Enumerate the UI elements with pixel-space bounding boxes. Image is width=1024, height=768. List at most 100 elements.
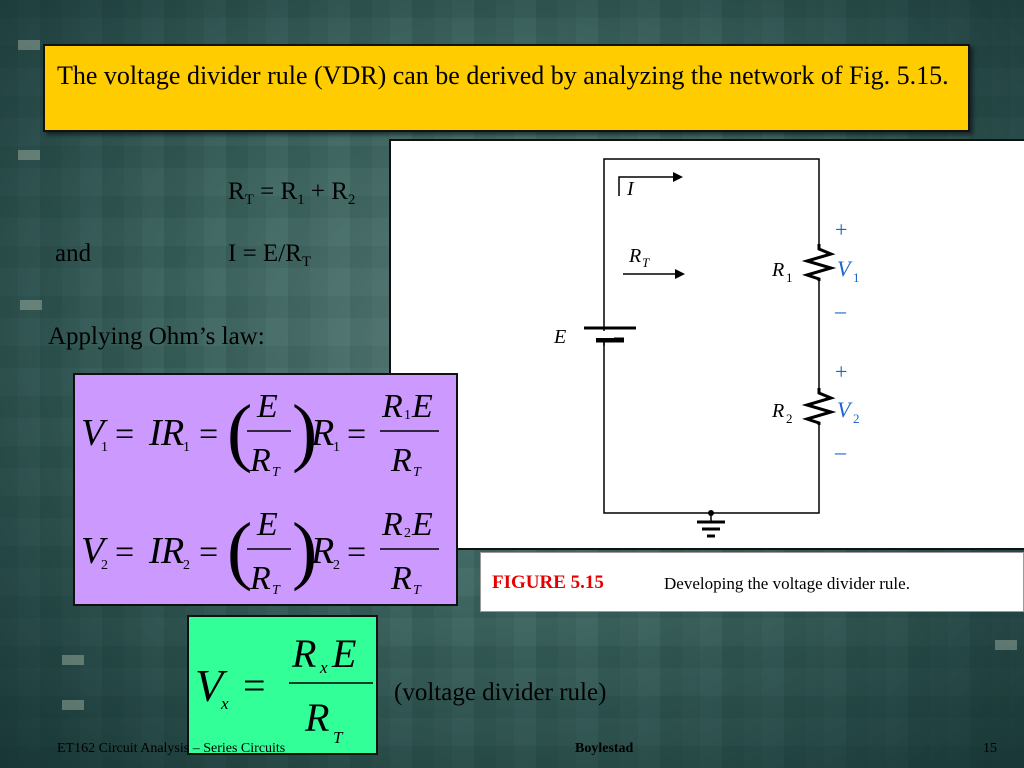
label-r2-sub: 2 — [786, 411, 793, 426]
v2-symbol: V — [81, 530, 108, 572]
and-word: and — [55, 240, 92, 267]
equals-sign: = — [347, 416, 366, 453]
right-paren: ) — [292, 508, 317, 592]
v1-plus: + — [835, 217, 847, 242]
r-symbol: R — [249, 560, 271, 597]
label-rt-sub: T — [642, 255, 650, 270]
page-number: 15 — [983, 741, 997, 756]
slide-title-text: The voltage divider rule (VDR) can be de… — [57, 61, 949, 90]
equals-sign: = — [199, 534, 218, 571]
footer-left: ET162 Circuit Analysis – Series Circuits — [57, 741, 286, 756]
current-equation: I = E/RT — [228, 240, 311, 271]
figure-panel: I R T E R 1 R 2 + V 1 – + V 2 – — [389, 139, 1024, 550]
equals-sign: = — [347, 534, 366, 571]
wire — [603, 158, 820, 346]
e-symbol: E — [411, 506, 433, 543]
r2-sub: 2 — [333, 558, 340, 573]
v2-minus: – — [834, 439, 847, 464]
t-sub: T — [413, 465, 422, 480]
r-symbol: R — [381, 506, 403, 543]
t-sub: T — [272, 465, 281, 480]
ground-node — [708, 510, 714, 516]
rt-plus-r2: + R — [304, 178, 348, 205]
i-symbol: I — [148, 530, 164, 572]
background-decor — [62, 655, 84, 665]
background-decor — [62, 700, 84, 710]
e-symbol: E — [256, 388, 278, 425]
v1-symbol: V — [81, 412, 108, 454]
v1-sub: 1 — [101, 440, 108, 455]
left-paren: ( — [227, 508, 252, 592]
rt-equation: RT = R1 + R2 — [228, 178, 355, 209]
current-expr: I = E/R — [228, 240, 302, 267]
left-paren: ( — [227, 390, 252, 474]
resistor-r2 — [801, 388, 837, 425]
rt-eq-r1: = R — [253, 178, 298, 205]
x-sub: x — [319, 658, 328, 677]
derivation-equations: V 1 = I R 1 = ( E R T ) R 1 = R 1 E R T … — [81, 388, 439, 598]
r-symbol: R — [390, 442, 412, 479]
ground-icon — [697, 520, 725, 538]
circuit-diagram: I R T E R 1 R 2 + V 1 – + V 2 – — [553, 158, 860, 538]
e-symbol: E — [411, 388, 433, 425]
right-paren: ) — [292, 390, 317, 474]
current-arrow-icon — [618, 176, 673, 196]
vdr-formula-box: V x = R x E R T — [187, 615, 378, 755]
ohm-derivation-box: V 1 = I R 1 = ( E R T ) R 1 = R 1 E R T … — [73, 373, 458, 606]
rt-symbol: R — [228, 178, 245, 205]
r-symbol: R — [310, 530, 334, 572]
slide-title: The voltage divider rule (VDR) can be de… — [43, 44, 970, 132]
rt-subscript: T — [244, 192, 254, 208]
label-i: I — [626, 178, 635, 200]
equals-sign: = — [199, 416, 218, 453]
battery-gap — [594, 331, 614, 338]
arrowhead-icon — [675, 269, 685, 279]
r2-subscript: 2 — [347, 192, 356, 208]
t-sub: T — [333, 728, 344, 747]
equals-sign: = — [243, 663, 266, 708]
current-subscript: T — [301, 254, 311, 270]
label-e: E — [553, 326, 566, 348]
ohm-heading: Applying Ohm’s law: — [48, 323, 265, 350]
footer-center: Boylestad — [575, 741, 634, 756]
v-symbol: V — [195, 660, 228, 711]
resistor-r1 — [801, 244, 837, 281]
e-symbol: E — [331, 631, 356, 676]
e-symbol: E — [256, 506, 278, 543]
background-decor — [18, 40, 40, 50]
arrowhead-icon — [673, 172, 683, 182]
label-v1: V — [837, 256, 853, 281]
v2-sub: 2 — [101, 558, 108, 573]
t-sub: T — [272, 583, 281, 598]
r1-sub: 1 — [333, 440, 340, 455]
caption-label: FIGURE 5.15 — [492, 572, 604, 593]
background-decor — [20, 300, 42, 310]
equals-sign: = — [115, 534, 134, 571]
v2-plus: + — [835, 359, 847, 384]
t-sub: T — [413, 583, 422, 598]
wire — [603, 341, 820, 514]
label-v2: V — [837, 397, 853, 422]
r-symbol: R — [310, 412, 334, 454]
label-rt: R — [628, 245, 641, 267]
figure-caption: FIGURE 5.15 Developing the voltage divid… — [480, 552, 1024, 612]
vdr-note: (voltage divider rule) — [394, 679, 607, 706]
r-symbol: R — [381, 388, 403, 425]
r-symbol: R — [249, 442, 271, 479]
x-sub: x — [220, 694, 229, 713]
label-v2-sub: 2 — [853, 411, 860, 426]
label-r1: R — [771, 259, 784, 281]
background-decor — [995, 640, 1017, 650]
r-symbol: R — [160, 412, 184, 454]
r-symbol: R — [304, 695, 329, 740]
background-decor — [18, 150, 40, 160]
equals-sign: = — [115, 416, 134, 453]
r1-sub: 1 — [183, 440, 190, 455]
label-v1-sub: 1 — [853, 270, 860, 285]
r-symbol: R — [390, 560, 412, 597]
label-r1-sub: 1 — [786, 270, 793, 285]
caption-text: Developing the voltage divider rule. — [664, 574, 910, 593]
label-r2: R — [771, 400, 784, 422]
i-symbol: I — [148, 412, 164, 454]
r2-sub: 2 — [404, 526, 411, 541]
